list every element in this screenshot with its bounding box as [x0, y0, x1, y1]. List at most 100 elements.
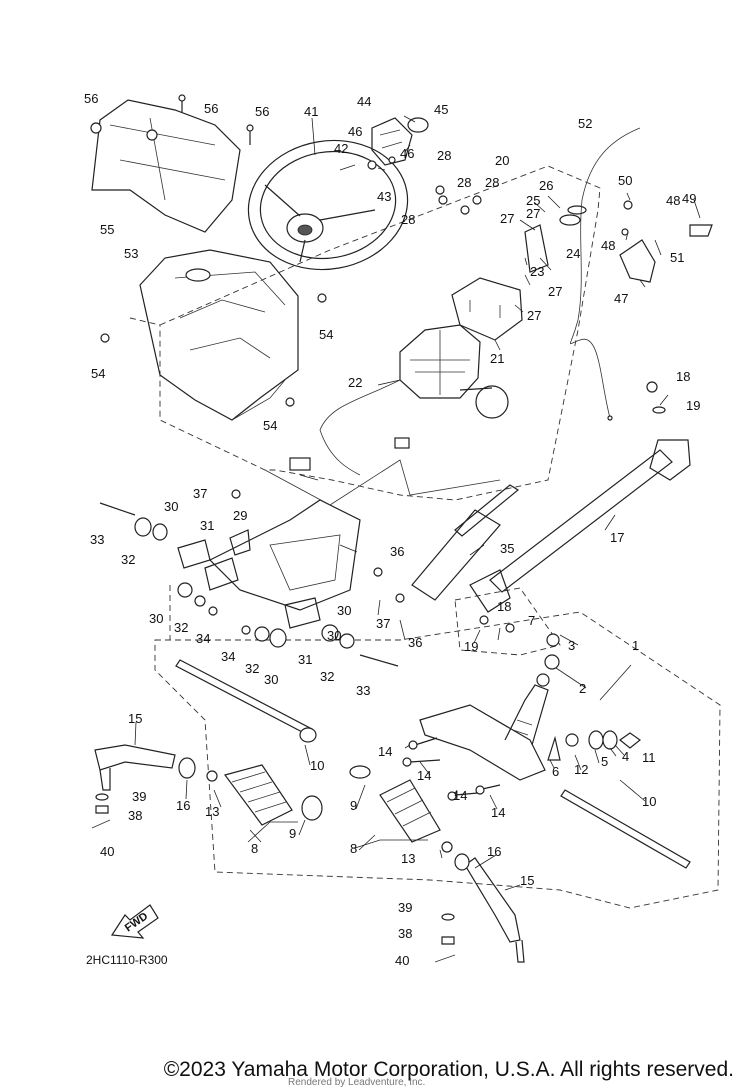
callout-54: 54	[263, 418, 277, 433]
callout-33: 33	[90, 532, 104, 547]
tie-rods-10	[175, 659, 691, 869]
callout-32: 32	[121, 552, 135, 567]
callout-34: 34	[196, 631, 210, 646]
callout-27: 27	[548, 284, 562, 299]
rendered-by-watermark: Rendered by Leadventure, Inc.	[288, 1077, 426, 1088]
copyright-notice: ©2023 Yamaha Motor Corporation, U.S.A. A…	[163, 1058, 734, 1081]
callout-55: 55	[100, 222, 114, 237]
callout-15: 15	[128, 711, 142, 726]
callout-14: 14	[453, 788, 467, 803]
callout-22: 22	[348, 375, 362, 390]
callout-39: 39	[132, 789, 146, 804]
callout-28: 28	[485, 175, 499, 190]
callout-11: 11	[642, 750, 656, 765]
fwd-arrow-icon: FWD	[110, 904, 159, 939]
callout-28: 28	[401, 212, 415, 227]
boots-8	[223, 764, 441, 843]
callout-36: 36	[408, 635, 422, 650]
steering-wheel-41	[247, 139, 409, 271]
callout-45: 45	[434, 102, 448, 117]
lightning-separator	[264, 459, 501, 506]
callout-27: 27	[526, 206, 540, 221]
callout-15: 15	[520, 873, 534, 888]
callout-50: 50	[618, 173, 632, 188]
callout-4: 4	[622, 749, 629, 764]
callout-30: 30	[327, 628, 341, 643]
dash-panel-53	[139, 249, 299, 421]
callout-30: 30	[149, 611, 163, 626]
callout-7: 7	[528, 613, 535, 628]
callout-46: 46	[400, 146, 414, 161]
callout-25: 25	[526, 193, 540, 208]
callout-18: 18	[497, 599, 511, 614]
callout-30: 30	[337, 603, 351, 618]
callout-14: 14	[491, 805, 505, 820]
callout-49: 49	[682, 191, 696, 206]
cable-52	[569, 127, 641, 421]
callout-34: 34	[221, 649, 235, 664]
callout-21: 21	[490, 351, 504, 366]
callout-40: 40	[100, 844, 114, 859]
callout-5: 5	[601, 754, 608, 769]
callout-3: 3	[568, 638, 575, 653]
callout-54: 54	[319, 327, 333, 342]
callout-2: 2	[579, 681, 586, 696]
callout-labels: 56 56 56 41 44 45 46 42 46 43 52 20 28 2…	[84, 91, 700, 968]
bolts-14	[402, 737, 501, 801]
callout-48: 48	[666, 193, 680, 208]
eps-unit-22	[289, 324, 509, 476]
callout-30: 30	[264, 672, 278, 687]
callout-19: 19	[464, 639, 478, 654]
tie-rod-end-left-15	[91, 744, 218, 829]
callout-37: 37	[193, 486, 207, 501]
callout-33: 33	[356, 683, 370, 698]
callout-41: 41	[304, 104, 318, 119]
callout-16: 16	[487, 844, 501, 859]
callout-36: 36	[390, 544, 404, 559]
steering-rack-1	[419, 633, 642, 781]
group-outlines	[129, 165, 721, 909]
callout-9: 9	[350, 798, 357, 813]
callout-38: 38	[128, 808, 142, 823]
callout-10: 10	[642, 794, 656, 809]
diagram-code: 2HC1110-R300	[86, 953, 168, 967]
leader-lines	[134, 115, 701, 891]
callout-54: 54	[91, 366, 105, 381]
callout-27: 27	[527, 308, 541, 323]
callout-27: 27	[500, 211, 514, 226]
callout-37: 37	[376, 616, 390, 631]
callout-32: 32	[245, 661, 259, 676]
callout-10: 10	[310, 758, 324, 773]
callout-24: 24	[566, 246, 580, 261]
callout-12: 12	[574, 762, 588, 777]
callout-16: 16	[176, 798, 190, 813]
upper-cover-55	[91, 99, 241, 233]
callout-52: 52	[578, 116, 592, 131]
callout-13: 13	[205, 804, 219, 819]
callout-14: 14	[417, 768, 431, 783]
callout-38: 38	[398, 926, 412, 941]
bracket-29	[208, 499, 361, 611]
callout-28: 28	[457, 175, 471, 190]
steering-column-21	[451, 205, 587, 341]
callout-29: 29	[233, 508, 247, 523]
callout-51: 51	[670, 250, 684, 265]
tie-rod-end-right-15	[434, 841, 525, 963]
callout-42: 42	[334, 141, 348, 156]
callout-13: 13	[401, 851, 415, 866]
horn-pad-44	[371, 117, 429, 166]
callout-32: 32	[174, 620, 188, 635]
bushings	[99, 502, 399, 667]
callout-19: 19	[686, 398, 700, 413]
callout-53: 53	[124, 246, 138, 261]
callout-26: 26	[539, 178, 553, 193]
callout-14: 14	[378, 744, 392, 759]
callout-48: 48	[601, 238, 615, 253]
callout-31: 31	[200, 518, 214, 533]
callout-17: 17	[610, 530, 624, 545]
callout-56: 56	[255, 104, 269, 119]
callout-31: 31	[298, 652, 312, 667]
callout-30: 30	[164, 499, 178, 514]
callout-28: 28	[437, 148, 451, 163]
callout-46: 46	[348, 124, 362, 139]
